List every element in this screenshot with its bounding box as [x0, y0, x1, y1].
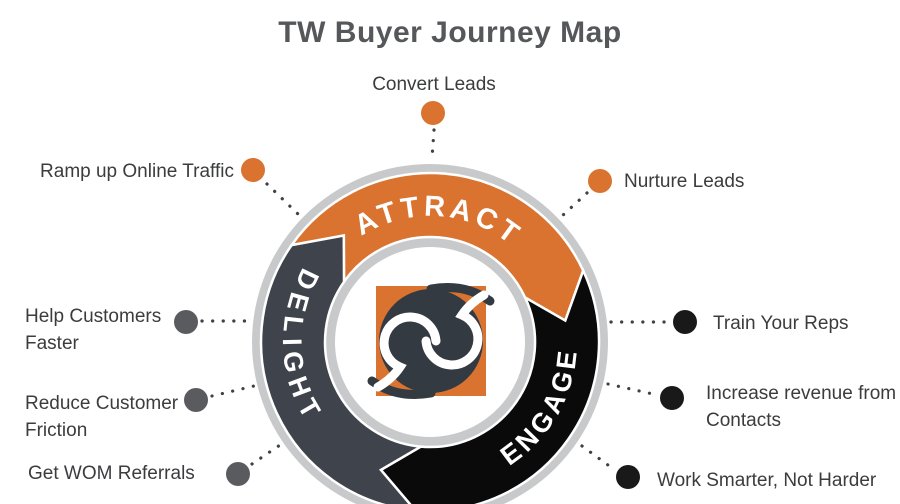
- segment-engage: [378, 267, 601, 504]
- nurture-leads-label: Nurture Leads: [624, 171, 745, 192]
- connector-increase-revenue-from-contacts: [606, 382, 655, 396]
- connector-ramp-up-online-traffic: [265, 182, 301, 217]
- connector-reduce-customer-friction: [210, 384, 256, 398]
- work-smarter-not-harder-label: Work Smarter, Not Harder: [657, 470, 877, 491]
- convert-leads-label: Convert Leads: [372, 74, 496, 95]
- reduce-customer-friction-label: Reduce Customer Friction: [25, 393, 179, 441]
- increase-revenue-from-contacts-label: Increase revenue from Contacts: [706, 383, 897, 431]
- segment-attract: [288, 171, 585, 323]
- callout-dot-reduce-customer-friction: [184, 388, 208, 412]
- connector-nurture-leads: [560, 191, 589, 218]
- connector-work-smarter-not-harder: [580, 444, 614, 470]
- callout-dot-help-customers-faster: [174, 310, 198, 334]
- tw-swirl-logo-icon: [367, 283, 495, 399]
- help-customers-faster-label: Help Customers Faster: [25, 306, 162, 354]
- train-your-reps-label: Train Your Reps: [713, 313, 849, 334]
- callout-dot-work-smarter-not-harder: [616, 465, 640, 489]
- callout-dot-train-your-reps: [673, 310, 697, 334]
- callout-dot-get-wom-referrals: [226, 462, 250, 486]
- callout-dot-convert-leads: [421, 101, 445, 125]
- callout-dot-increase-revenue-from-contacts: [660, 386, 684, 410]
- connector-get-wom-referrals: [250, 443, 282, 466]
- page-title: TW Buyer Journey Map: [278, 16, 622, 49]
- connector-convert-leads: [430, 128, 436, 160]
- segment-delight: [259, 234, 425, 504]
- callout-dot-ramp-up-online-traffic: [241, 158, 265, 182]
- callout-dot-nurture-leads: [588, 169, 612, 193]
- ramp-up-online-traffic-label: Ramp up Online Traffic: [40, 161, 234, 182]
- get-wom-referrals-label: Get WOM Referrals: [28, 463, 195, 484]
